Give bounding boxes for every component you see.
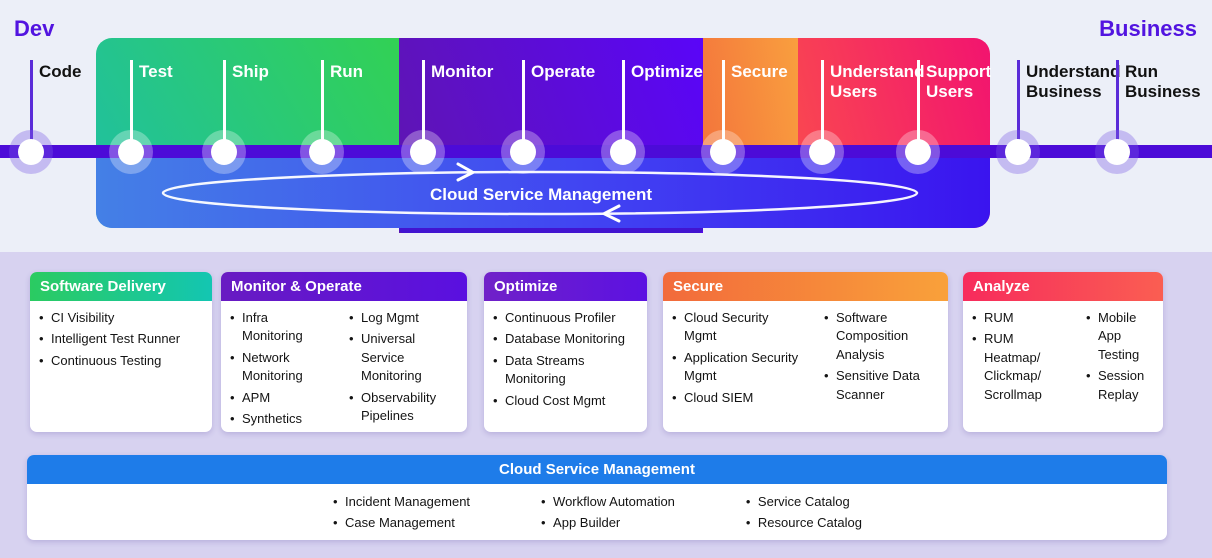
card-analyze: Analyze RUM RUM Heatmap/ Clickmap/ Scrol… [963,272,1163,432]
card-item-list: RUM RUM Heatmap/ Clickmap/ Scrollmap [971,309,1061,407]
card-item: CI Visibility [38,309,198,328]
card-item: Database Monitoring [492,330,626,349]
stage-label: Operate [531,62,596,81]
card-item: Observability Pipelines [348,389,452,426]
card-item: Universal Service Monitoring [348,330,452,385]
card-item: Session Replay [1085,367,1155,404]
loop-label: Cloud Service Management [429,185,653,204]
stage-label: Ship [232,62,269,81]
card-item: Application Security Mgmt [671,349,799,386]
timeline-node [118,138,144,165]
csm-item-list: Workflow Automation App Builder [540,493,675,536]
card-item: Intelligent Test Runner [38,330,198,349]
card-item: Infra Monitoring [229,309,324,346]
csm-item: Incident Management [332,493,470,512]
stage-tick [222,60,226,152]
card-item: Cloud SIEM [671,389,799,408]
csm-item: Workflow Automation [540,493,675,512]
card-item: RUM [971,309,1061,328]
timeline-node [510,138,536,165]
card-item: Sensitive Data Scanner [823,367,941,404]
card-item: Software Composition Analysis [823,309,941,364]
card-item: Mobile App Testing [1085,309,1155,364]
stage-tick [621,60,625,152]
card-item: Log Mgmt [348,309,452,328]
card-item: Data Streams Monitoring [492,352,626,389]
card-item: Network Monitoring [229,349,324,386]
dev-title: Dev [14,16,55,41]
card-secure: Secure Cloud Security Mgmt Application S… [663,272,948,432]
stage-tick [916,60,920,152]
timeline-node [710,138,736,165]
card-item-list: Log Mgmt Universal Service Monitoring Ob… [348,309,452,432]
csm-item-list: Service Catalog Resource Catalog [745,493,862,536]
stage-label: Code [39,62,82,81]
stage-label: Monitor [431,62,494,81]
cloud-service-management-panel: Cloud Service Management Incident Manage… [27,455,1167,540]
stage-label: Run Business [1125,62,1201,102]
card-item-list: Mobile App Testing Session Replay [1085,309,1155,407]
csm-item-list: Incident Management Case Management [332,493,470,536]
card-title: Monitor & Operate [221,272,467,301]
timeline-node [1005,138,1031,165]
stage-tick [320,60,324,152]
card-item: Synthetics [229,410,324,429]
card-item-list: Continuous Profiler Database Monitoring … [492,309,626,413]
csm-item: Case Management [332,514,470,533]
timeline-node [1104,138,1130,165]
stage-tick [820,60,824,152]
stage-label: Support Users [926,62,992,102]
stage-label: Understand Business [1026,62,1121,102]
timeline-node [211,138,237,165]
stage-label: Optimize [631,62,703,81]
stage-tick [421,60,425,152]
cloud-service-management-band: Cloud Service Management [96,157,990,228]
card-item-list: Software Composition Analysis Sensitive … [823,309,941,410]
timeline-node [410,138,436,165]
card-software-delivery: Software Delivery CI Visibility Intellig… [30,272,212,432]
card-item-list: Cloud Security Mgmt Application Security… [671,309,799,410]
timeline-node [18,138,44,165]
stage-tick [721,60,725,152]
loop-arrow-ellipse [161,162,919,223]
card-item: Continuous Testing [38,352,198,371]
card-title: Secure [663,272,948,301]
stage-label: Test [139,62,173,81]
timeline-node [905,138,931,165]
timeline-node [610,138,636,165]
stage-tick [1115,60,1119,152]
stage-label: Secure [731,62,788,81]
card-optimize: Optimize Continuous Profiler Database Mo… [484,272,647,432]
stage-tick [129,60,133,152]
card-item: Continuous Profiler [492,309,626,328]
monitor-block-footer [399,227,703,233]
loop-arrow-left-icon [602,204,621,223]
csm-item: Resource Catalog [745,514,862,533]
card-item: Cloud Security Mgmt [671,309,799,346]
business-title: Business [1099,16,1197,41]
stage-tick [29,60,33,152]
card-title: Analyze [963,272,1163,301]
card-item: RUM Heatmap/ Clickmap/ Scrollmap [971,330,1061,404]
stage-label: Run [330,62,364,81]
stage-label: Understand Users [830,62,925,102]
csm-panel-title: Cloud Service Management [27,455,1167,484]
loop-arrow-right-icon [456,162,475,182]
stage-tick [1016,60,1020,152]
stage-tick [521,60,525,152]
csm-item: Service Catalog [745,493,862,512]
card-title: Software Delivery [30,272,212,301]
card-monitor-operate: Monitor & Operate Infra Monitoring Netwo… [221,272,467,432]
csm-item: App Builder [540,514,675,533]
card-item-list: CI Visibility Intelligent Test Runner Co… [38,309,198,373]
card-item: APM [229,389,324,408]
timeline-node [309,138,335,165]
timeline-node [809,138,835,165]
card-item-list: Infra Monitoring Network Monitoring APM … [229,309,324,432]
card-title: Optimize [484,272,647,301]
card-item: Cloud Cost Mgmt [492,392,626,411]
